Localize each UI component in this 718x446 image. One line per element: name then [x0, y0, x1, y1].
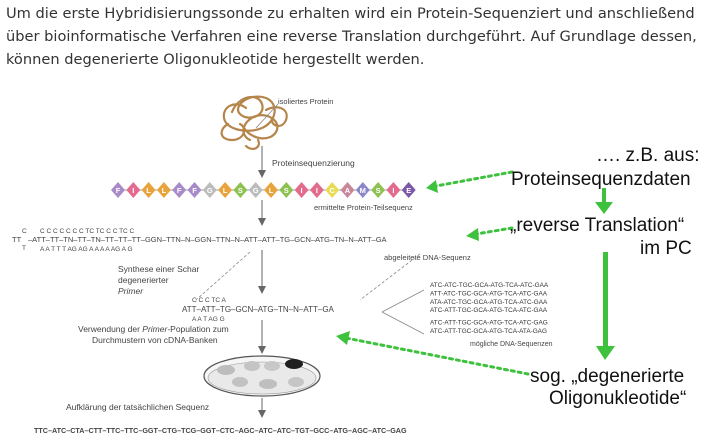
- annotation-arrows: [336, 170, 615, 376]
- svg-text:S: S: [284, 186, 289, 195]
- annotation-line6: Oligonukleotide“: [549, 388, 686, 409]
- amino-acid-M: M: [355, 182, 370, 198]
- primer-synthesis-label-3: Primer: [118, 286, 144, 296]
- primer-synthesis-label-1: Synthese einer Schar: [118, 264, 199, 274]
- annotation-line4: im PC: [640, 238, 692, 259]
- possible-sequence: ATT-ATC-TGC-GCA-ATG-TCA-ATC-GAA: [430, 290, 548, 297]
- svg-text:C C C C C: C C C C C C C TC TC C C TC C: [40, 228, 135, 235]
- svg-text:M: M: [360, 186, 366, 195]
- annotation-line2: Proteinsequenzdaten: [511, 169, 691, 190]
- possible-dna-sequences: ATC-ATC-TGC-GCA-ATG-TCA-ATC-GAAATT-ATC-T…: [430, 282, 549, 335]
- svg-text:C C C: C C C TC A: [192, 297, 226, 304]
- svg-text:G: G: [253, 186, 259, 195]
- use-label-line2: Durchmustern von cDNA-Banken: [92, 335, 218, 345]
- amino-acid-F: F: [172, 182, 187, 198]
- amino-acid-A: A: [340, 182, 355, 198]
- svg-text:A A T: A A T AG G: [192, 316, 225, 323]
- amino-acid-I: I: [386, 182, 401, 198]
- intro-paragraph: Um die erste Hybridisierungssonde zu erh…: [6, 5, 697, 68]
- annotation-line3: „reverse Translation“: [510, 215, 684, 236]
- protein-subsequence-label: ermittelte Protein-Teilsequenz: [314, 203, 413, 212]
- svg-text:A: A: [345, 186, 351, 195]
- amino-acid-S: S: [279, 182, 294, 198]
- svg-text:T: T: [22, 245, 26, 252]
- svg-text:I: I: [392, 186, 394, 195]
- svg-text:F: F: [192, 186, 197, 195]
- possible-sequence: ATC-ATT-TGC-GCA-ATG-TCA-ATA-GAG: [430, 328, 547, 335]
- petri-dish-icon: [203, 355, 321, 397]
- svg-text:I: I: [316, 186, 318, 195]
- amino-acid-L: L: [156, 182, 171, 198]
- amino-acid-I: I: [126, 182, 141, 198]
- use-label-line1: Verwendung der Primer-Population zum: [78, 324, 229, 334]
- annotation-line5: sog. „degenerierte: [530, 366, 684, 387]
- amino-acid-F: F: [111, 182, 125, 198]
- svg-text:L: L: [269, 186, 274, 195]
- clarify-label: Aufklärung der tatsächlichen Sequenz: [66, 402, 209, 412]
- svg-text:ATT–ATT–TG–GCN–ATG–TN–N–ATT–GA: ATT–ATT–TG–GCN–ATG–TN–N–ATT–GA: [182, 305, 335, 314]
- step-sequencing-label: Proteinsequenzierung: [272, 158, 355, 168]
- svg-text:F: F: [177, 186, 182, 195]
- amino-acid-G: G: [248, 182, 263, 198]
- possible-sequence: ATC-ATT-TGC-GCA-ATG-TCA-ATC-GAA: [430, 307, 548, 314]
- amino-acid-L: L: [218, 182, 233, 198]
- svg-text:L: L: [146, 186, 151, 195]
- svg-text:L: L: [162, 186, 167, 195]
- amino-acid-L: L: [141, 182, 156, 198]
- svg-text:TT: TT: [12, 235, 22, 244]
- amino-acid-I: I: [294, 182, 309, 198]
- dna-sequence-label: abgeleitete DNA-Sequenz: [384, 253, 471, 262]
- amino-acid-F: F: [187, 182, 202, 198]
- svg-text:G: G: [207, 186, 213, 195]
- primer-synthesis-label-2: degenerierter: [118, 275, 169, 285]
- amino-acid-E: E: [401, 182, 416, 198]
- svg-text:L: L: [223, 186, 228, 195]
- svg-text:S: S: [376, 186, 381, 195]
- protein-coil-icon: [220, 95, 288, 150]
- svg-text:F: F: [116, 186, 121, 195]
- amino-acid-C: C: [325, 182, 340, 198]
- svg-text:E: E: [406, 186, 411, 195]
- possible-sequence: ATC-ATT-TGC-GCA-ATG-TCA-ATC-GAG: [430, 320, 548, 327]
- amino-acid-G: G: [202, 182, 217, 198]
- amino-acid-I: I: [309, 182, 324, 198]
- degenerate-dna-sequence: TTC T –ATT–TT–TN–TT–TN–TT–TT–TT–GGN–TTN–N…: [12, 228, 387, 253]
- amino-acid-S: S: [371, 182, 386, 198]
- svg-text:C: C: [22, 228, 27, 235]
- possible-sequence: ATC-ATC-TGC-GCA-ATG-TCA-ATC-GAA: [430, 282, 549, 289]
- svg-text:S: S: [238, 186, 243, 195]
- final-sequence: TTC–ATC–CTA–CTT–TTC–TTC–GGT–CTG–TCG–GGT–…: [34, 426, 407, 435]
- svg-text:I: I: [132, 186, 134, 195]
- svg-text:I: I: [301, 186, 303, 195]
- possible-sequences-label: mögliche DNA-Sequenzen: [470, 341, 553, 348]
- amino-acid-S: S: [233, 182, 248, 198]
- primer-sequence: ATT–ATT–TG–GCN–ATG–TN–N–ATT–GA C C C TC …: [182, 297, 335, 323]
- svg-text:A A T T T: A A T T T AG AG A A A A AG A G: [40, 246, 133, 253]
- svg-text:C: C: [329, 186, 335, 195]
- amino-acid-L: L: [264, 182, 278, 198]
- annotation-line1: …. z.B. aus:: [596, 145, 699, 166]
- protein-label: isoliertes Protein: [278, 97, 333, 106]
- possible-sequence: ATA-ATC-TGC-GCA-ATG-TCA-ATC-GAA: [430, 299, 548, 306]
- svg-text:–ATT–TT–TN–TT–TN–TT–TT–TT–GGN–: –ATT–TT–TN–TT–TN–TT–TT–TT–GGN–TTN–N–GGN–…: [28, 235, 387, 244]
